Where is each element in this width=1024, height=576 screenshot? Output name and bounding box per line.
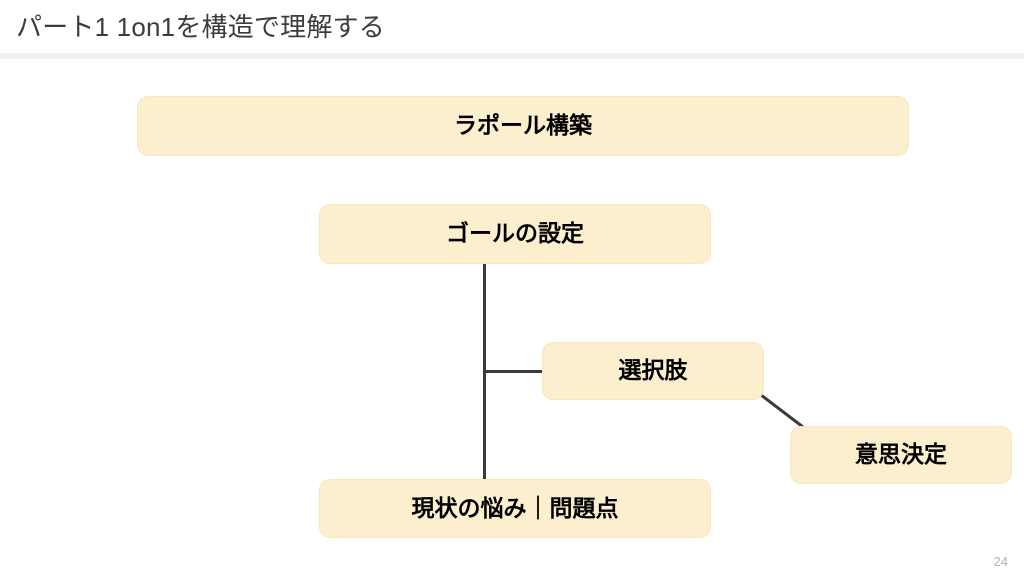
diagram-node-label: 現状の悩み｜問題点: [411, 494, 619, 521]
diagram-node-label: 意思決定: [855, 441, 947, 468]
page-number: 24: [993, 554, 1008, 569]
diagram-node-options[interactable]: 選択肢: [542, 342, 764, 400]
diagram-node-problem[interactable]: 現状の悩み｜問題点: [319, 479, 711, 538]
header-divider: [0, 53, 1024, 59]
diagram-node-rapport[interactable]: ラポール構築: [137, 96, 909, 156]
diagram-node-decision[interactable]: 意思決定: [790, 426, 1012, 484]
connector-options-to-decision: [760, 393, 804, 429]
slide-header: パート1 1on1を構造で理解する: [0, 0, 1024, 53]
diagram-area: ラポール構築 ゴールの設定 選択肢 意思決定 現状の悩み｜問題点: [0, 59, 1024, 576]
diagram-node-label: ラポール構築: [454, 112, 592, 139]
diagram-node-goal[interactable]: ゴールの設定: [319, 204, 711, 264]
diagram-node-label: ゴールの設定: [446, 220, 584, 247]
page-title: パート1 1on1を構造で理解する: [16, 12, 385, 42]
diagram-node-label: 選択肢: [618, 357, 688, 384]
